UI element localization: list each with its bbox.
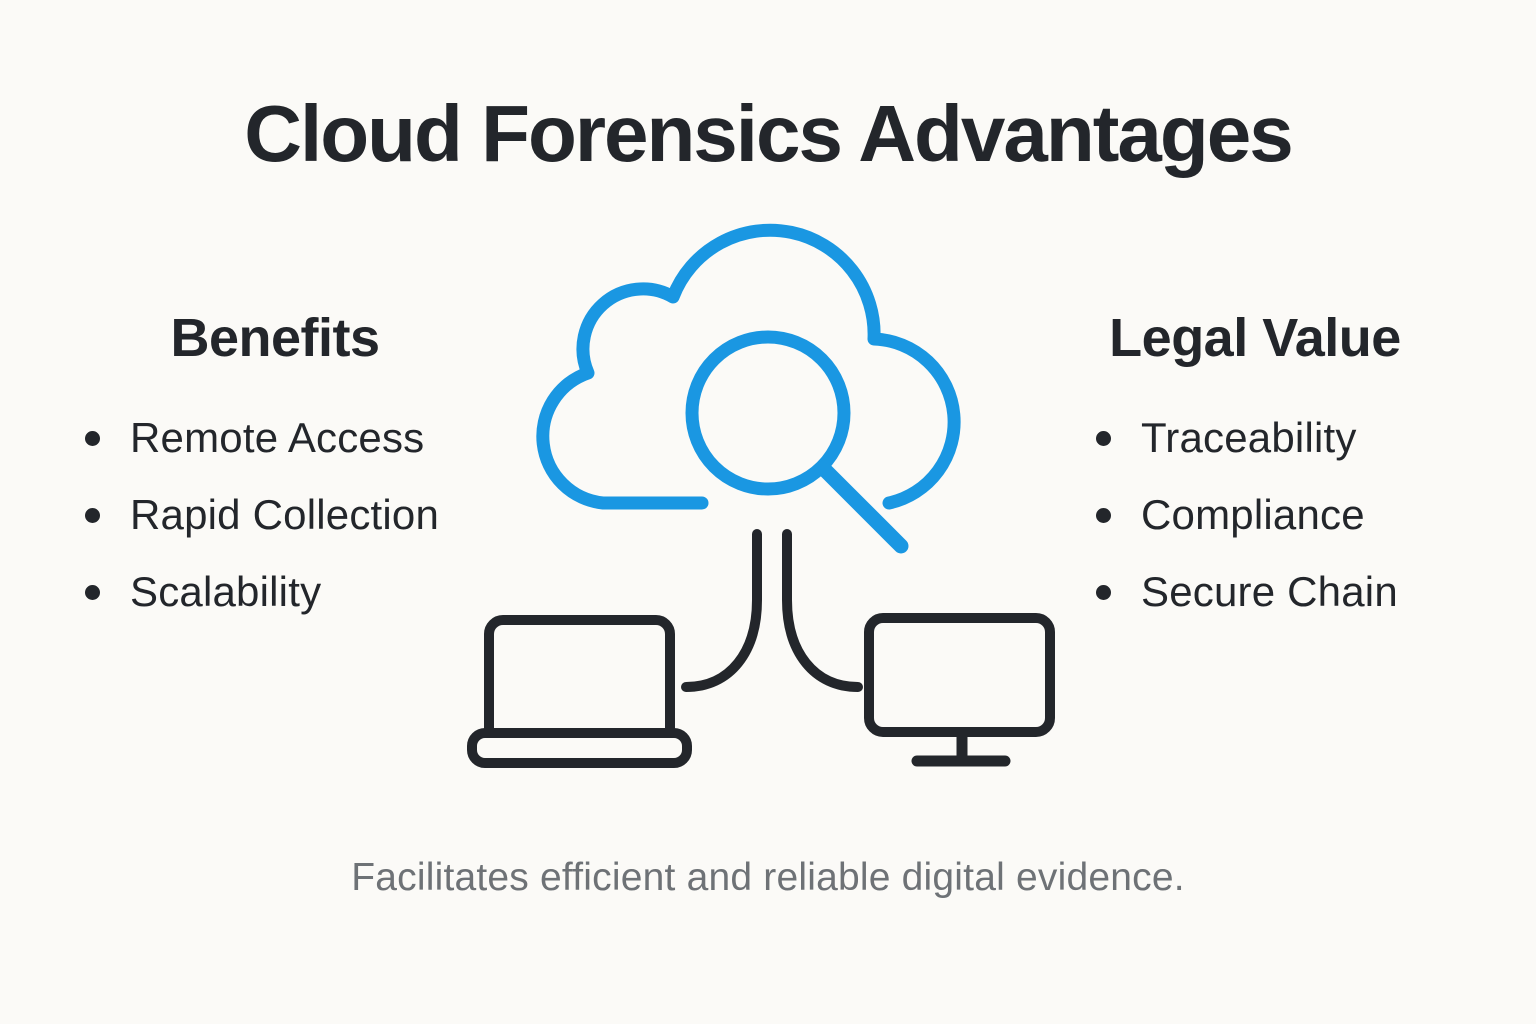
list-item: Traceability	[1096, 414, 1475, 462]
bullet-dot	[85, 584, 100, 600]
list-item: Rapid Collection	[85, 491, 495, 539]
caption-text: Facilitates efficient and reliable digit…	[351, 856, 1185, 899]
page-title: Cloud Forensics Advantages	[244, 89, 1294, 178]
list-item: Scalability	[85, 568, 495, 616]
legal-value-heading: Legal Value	[1109, 308, 1401, 368]
list-item-label: Remote Access	[130, 414, 425, 462]
laptop-icon	[467, 615, 692, 768]
laptop-screen	[484, 615, 675, 747]
list-item-label: Secure Chain	[1141, 568, 1398, 616]
magnifier-icon	[685, 330, 909, 554]
legal-value-list: Traceability Compliance Secure Chain	[1035, 414, 1475, 616]
cloud-forensics-illustration	[467, 223, 1055, 768]
cloud-outline	[536, 223, 961, 510]
bullet-dot	[1096, 507, 1111, 523]
bullet-dot	[1096, 430, 1111, 446]
monitor-screen	[864, 613, 1055, 737]
legal-value-section: Legal Value Traceability Compliance Secu…	[1035, 308, 1475, 645]
cloud-icon	[536, 223, 961, 510]
benefits-section: Benefits Remote Access Rapid Collection …	[55, 308, 495, 645]
list-item-label: Compliance	[1141, 491, 1365, 539]
monitor-icon	[864, 613, 1055, 767]
bullet-dot	[1096, 584, 1111, 600]
bullet-dot	[85, 430, 100, 446]
list-item: Secure Chain	[1096, 568, 1475, 616]
magnifier-lens	[685, 330, 851, 496]
list-item-label: Traceability	[1141, 414, 1357, 462]
magnifier-handle	[818, 463, 909, 554]
list-item: Remote Access	[85, 414, 495, 462]
list-item: Compliance	[1096, 491, 1475, 539]
benefits-list: Remote Access Rapid Collection Scalabili…	[55, 414, 495, 616]
list-item-label: Rapid Collection	[130, 491, 440, 539]
benefits-heading: Benefits	[170, 308, 380, 368]
bullet-dot	[85, 507, 100, 523]
list-item-label: Scalability	[130, 568, 322, 616]
connector-lines	[681, 529, 863, 692]
laptop-base	[467, 728, 692, 768]
